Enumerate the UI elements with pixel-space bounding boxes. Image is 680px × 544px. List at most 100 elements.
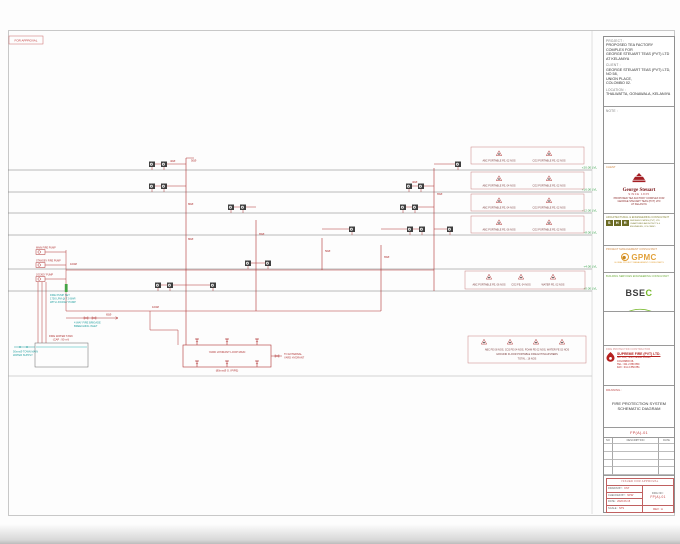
fire-extinguisher-icon — [495, 175, 503, 182]
pipe-label: 50Ø — [191, 159, 197, 163]
drg-no-cell: DRG NO : FP(A)-01 — [643, 486, 673, 506]
fire-extinguisher-icon — [545, 175, 553, 182]
project-line: AT KELANIYA — [606, 56, 630, 61]
note-label: NOTE : — [606, 108, 618, 113]
project-line: GEORGE STEUART TEAS (PVT) LTD — [606, 52, 670, 57]
project-label: PROJECT : — [606, 38, 625, 43]
fe-box-ground: ABC FE 08 NOS, CO2 FE 04 NOS, FOAM FE 02… — [467, 335, 587, 364]
hose-reel-icon — [160, 183, 168, 193]
drawn-by-label: DRAWN BY : — [608, 487, 624, 491]
rev-value: REV : A — [653, 506, 663, 511]
fe-label: ABC PORTABLE FE, 02 NOS — [482, 160, 515, 163]
client-logo-line: GEORGE STEUART TEAS (PVT) LTD — [617, 200, 661, 204]
level-label: ±0.00 LVL — [584, 287, 598, 291]
hose-reel-icon — [239, 204, 247, 214]
architect-address: SHR ASSOCIATES (PVT) LTD CHARTERED ARCHI… — [630, 220, 660, 229]
fire-water-tank — [34, 342, 89, 368]
contractor-details: SUPREME FIRE (PVT) LTD. NO. 125, HIGH LE… — [617, 352, 660, 370]
scale-value: NTS — [618, 507, 625, 511]
drawing-number: FP(A)-01 — [630, 430, 648, 435]
drg-no-label: DRG NO : — [651, 491, 665, 495]
hose-reel-icon — [244, 260, 252, 270]
level-label: +16.00 LVL — [582, 188, 598, 192]
location-group: LOCATION : THALWATTA, GONAWALA, KELANIYA — [606, 88, 672, 97]
rev-cell — [613, 459, 659, 468]
fire-extinguisher-icon — [480, 338, 488, 345]
yard-hydrant-icon — [224, 338, 230, 346]
main-pipes — [66, 269, 434, 312]
project-info-section: PROJECT : PROPOSED TEA FACTORY COMPLEX F… — [604, 37, 674, 107]
pump-room: MAIN FIRE PUMP STANDBY FIRE PUMP JOCKEY … — [13, 247, 101, 368]
fe-label: TOTAL : 16 NOS — [518, 358, 537, 361]
rev-cell — [604, 444, 613, 452]
fire-pump-icon — [35, 262, 49, 268]
fe-label: GROUND FLOOR PORTABLE FIRE EXTINGUISHERS — [496, 353, 558, 356]
town-main-valve-icon — [18, 345, 29, 349]
rev-cell — [613, 467, 659, 475]
hose-reel-icon — [454, 161, 462, 171]
rev-cell — [604, 451, 613, 460]
fire-extinguisher-icon — [495, 150, 503, 157]
fire-extinguisher-icon — [517, 273, 525, 280]
shr-logo-letter: H — [614, 219, 621, 226]
pmc-section: PROJECT MANAGEMENT CONSULTANT GPMC GLOBA… — [604, 246, 674, 273]
fe-box-floor1: ABC PORTABLE FE, 06 NOS CO2 PORTABLE FE,… — [470, 215, 585, 234]
flow-switch-icon — [64, 284, 68, 292]
tank-label: (CAP : 90 m³) — [53, 338, 69, 342]
hose-reel-icon — [348, 226, 356, 236]
gpmc-logo: GPMC — [606, 253, 672, 262]
fe-box-floor3: ABC PORTABLE FE, 04 NOS CO2 PORTABLE FE,… — [470, 171, 585, 190]
fire-pump-icon — [35, 249, 49, 255]
loop-ext-label: YARD HYDRANT — [284, 356, 305, 360]
yard-hydrant-loop: YARD HYDRANT LOOP MAIN (80mmØ G.I PIPE) … — [182, 338, 305, 373]
project-line: COMPLEX FOR — [606, 47, 633, 52]
tank-label: FIRE WATER TANK — [49, 334, 73, 338]
date-label: DATE : — [608, 500, 617, 504]
project-line: PROPOSED TEA FACTORY — [606, 43, 654, 48]
date-value: 2020.06.15 — [617, 500, 631, 504]
shr-logo: S H R SHR ASSOCIATES (PVT) LTD CHARTERED… — [606, 219, 672, 229]
fe-label: ABC PORTABLE FE, 06 NOS — [472, 284, 505, 287]
breeching-inlet-label: BREECHING INLET — [74, 324, 98, 328]
bsec-section: BUILDING SERVICES ENGINEERING CONSULTANT… — [604, 273, 674, 312]
pipework — [37, 157, 458, 345]
loop-sub: (80mmØ G.I PIPE) — [216, 369, 239, 373]
fe-label: CO2 FE, 04 NOS — [511, 284, 531, 287]
fe-schedule-boxes: ABC PORTABLE FE, 02 NOS CO2 PORTABLE FE,… — [464, 146, 587, 364]
checked-by-value: NPW — [627, 493, 634, 497]
blank-section — [604, 312, 674, 346]
level-label: +4.00 LVL — [583, 265, 597, 269]
george-steuart-wordmark: George Steuart — [622, 187, 656, 193]
client-logo-line: PROPOSED TEA FACTORY COMPLEX FOR — [613, 197, 665, 200]
architect-line: SHR ASSOCIATES (PVT) LTD — [630, 220, 660, 222]
issue-title: ISSUED FOR APPROVAL — [607, 479, 673, 486]
title-block: PROJECT : PROPOSED TEA FACTORY COMPLEX F… — [603, 36, 675, 513]
notes-section: NOTE : — [604, 107, 674, 164]
hose-reel-icon — [154, 282, 162, 292]
rev-header-no: NO — [604, 438, 613, 444]
fe-label: CO2 PORTABLE FE, 02 NOS — [532, 185, 565, 188]
fe-label: ABC PORTABLE FE, 04 NOS — [482, 207, 515, 210]
contractor-line: FAX : 011 2 850 851 — [617, 366, 640, 370]
project-group: PROJECT : PROPOSED TEA FACTORY COMPLEX F… — [606, 39, 672, 62]
fire-extinguisher-icon — [506, 338, 514, 345]
branch-pipes — [150, 157, 458, 286]
hose-reel-icon — [148, 183, 156, 193]
pipe-label: 80Ø — [188, 237, 194, 241]
hose-reel-icon — [209, 282, 217, 292]
fe-label: WATER FE, 02 NOS — [542, 284, 565, 287]
bsec-wordmark-c: C — [645, 287, 653, 298]
pipe-label: 65Ø — [437, 192, 443, 196]
rev-cell — [613, 451, 659, 460]
fire-contractor-section: FIRE PROTECTION CONTRACTOR SUPREME FIRE … — [604, 346, 674, 386]
level-label: +12.00 LVL — [582, 209, 598, 213]
pump-set-note: FIRE PUMP SET — [50, 293, 70, 297]
hose-reel-icon — [148, 161, 156, 171]
rev-header-date: DATE — [659, 438, 674, 444]
date-cell: DATE : 2020.06.15 — [607, 499, 643, 506]
hose-reel-icon — [160, 161, 168, 171]
yard-hydrant-icon — [224, 360, 230, 368]
location-label: LOCATION : — [606, 87, 626, 92]
hose-reel-icon — [405, 183, 413, 193]
